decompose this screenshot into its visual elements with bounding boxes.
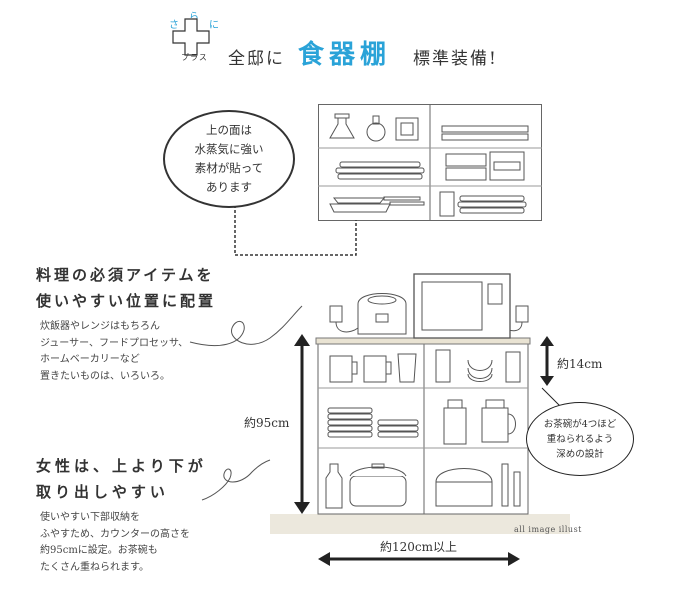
- note-bubble-bowls: お茶碗が4つほど 重ねられるよう 深めの設計: [526, 402, 634, 476]
- body-line: ホームベーカリーなど: [40, 354, 140, 365]
- width-label: 約120cm以上: [380, 540, 458, 554]
- squiggle-decoration: [189, 305, 303, 347]
- body-line: 置きたいものは、いろいろ。: [40, 370, 170, 382]
- headline-pre: 全邸に: [228, 49, 285, 69]
- body-line: 約95cmに設定。お茶碗も: [40, 545, 158, 556]
- bubble-line: 上の面は: [206, 123, 252, 137]
- sara-char: ら: [189, 12, 199, 23]
- headline-emphasis: 食器棚: [298, 40, 392, 70]
- top-shelf-label: 約14cm: [557, 357, 603, 371]
- bubble-line: 水蒸気に強い: [194, 142, 264, 156]
- heading-line: 取り出しやすい: [36, 483, 169, 501]
- bubble-line: 深めの設計: [556, 448, 604, 460]
- plus-label: プラス: [181, 53, 208, 62]
- lower-cabinet-illustration: [270, 273, 570, 534]
- height-arrow: [294, 334, 310, 514]
- headline-post: 標準装備!: [413, 49, 498, 69]
- bubble-line: あります: [206, 180, 252, 194]
- height-label: 約95cm: [244, 416, 290, 430]
- bubble-pointer: [541, 387, 561, 407]
- body-line: ジューサー、フードプロセッサ、: [40, 337, 189, 349]
- body-line: 炊飯器やレンジはもちろん: [40, 321, 160, 332]
- heading-line: 使いやすい位置に配置: [36, 292, 217, 310]
- section2-body: 使いやすい下部収納を ふやすため、カウンターの高さを 約95cmに設定。お茶碗も…: [40, 510, 190, 576]
- top-shelf-arrow: [540, 336, 554, 386]
- bubble-line: 素材が貼って: [194, 161, 264, 175]
- sara-label: さ ら に: [167, 8, 227, 31]
- plus-icon: [172, 18, 210, 56]
- section1-heading: 料理の必須アイテムを 使いやすい位置に配置: [36, 262, 216, 314]
- sara-char: さ: [169, 20, 179, 31]
- sara-char: に: [209, 20, 219, 31]
- dashed-connector: [234, 200, 357, 256]
- body-line: ふやすため、カウンターの高さを: [40, 528, 190, 540]
- bubble-line: お茶碗が4つほど: [543, 418, 617, 430]
- section2-heading: 女性は、上より下が 取り出しやすい: [36, 453, 207, 505]
- body-line: たくさん重ねられます。: [40, 561, 149, 573]
- upper-cabinet-illustration: [318, 104, 542, 221]
- image-caption: all image illust: [514, 525, 582, 534]
- heading-line: 女性は、上より下が: [36, 457, 207, 475]
- note-bubble-top: 上の面は 水蒸気に強い 素材が貼って あります: [163, 110, 295, 208]
- body-line: 使いやすい下部収納を: [40, 512, 140, 523]
- heading-line: 料理の必須アイテムを: [36, 266, 215, 284]
- section1-body: 炊飯器やレンジはもちろん ジューサー、フードプロセッサ、 ホームベーカリーなど …: [40, 319, 188, 385]
- squiggle-decoration: [201, 459, 271, 501]
- width-arrow: [318, 552, 520, 566]
- bubble-line: 重ねられるよう: [546, 433, 614, 445]
